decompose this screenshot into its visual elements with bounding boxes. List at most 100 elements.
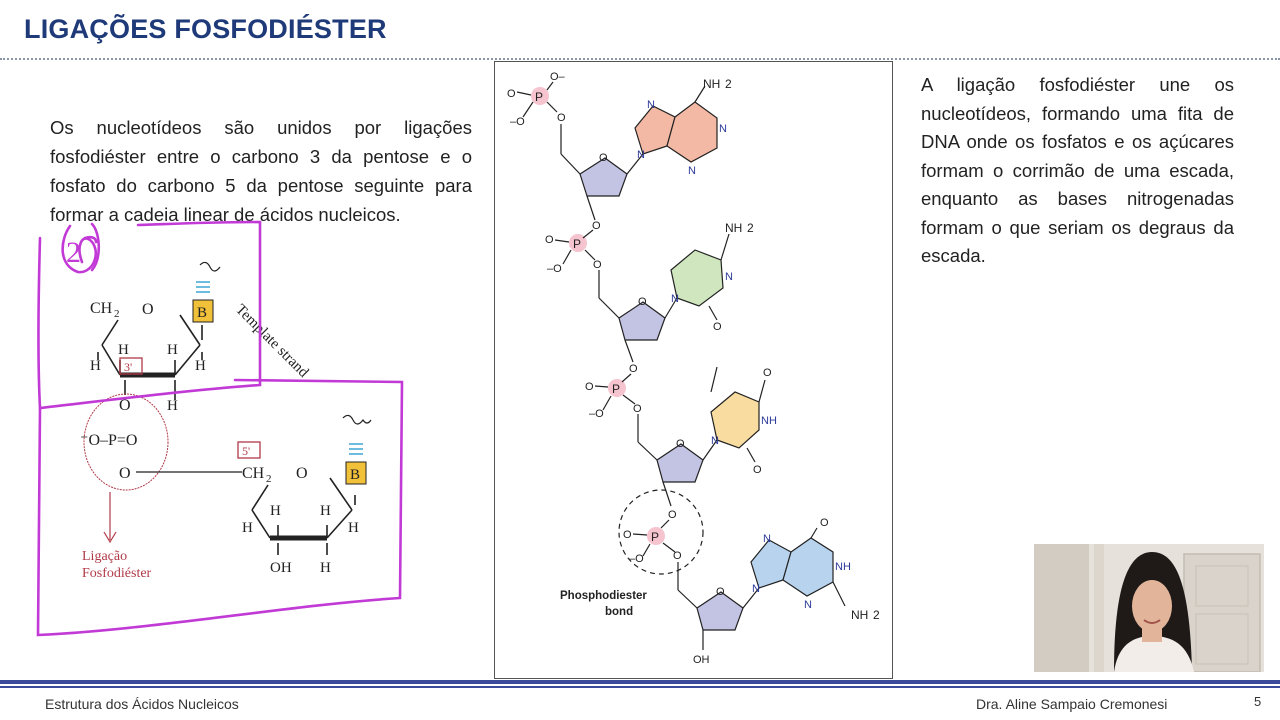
footer-bar-thin bbox=[0, 686, 1280, 688]
o-label: O bbox=[623, 529, 632, 541]
o-label: O bbox=[592, 220, 601, 232]
footer-course: Estrutura dos Ácidos Nucleicos bbox=[45, 696, 239, 712]
phosphodiester-bond-diagram: CH 2 O H H H H H 3' B Template strand O … bbox=[36, 220, 404, 637]
phosphodiester-dashed-circle bbox=[618, 489, 704, 575]
n-label: N bbox=[637, 149, 645, 161]
o-label: O bbox=[716, 586, 725, 598]
p-label: P bbox=[573, 237, 581, 251]
left-paragraph: Os nucleotídeos são unidos por ligações … bbox=[50, 117, 472, 225]
ch2-sub-bottom: 2 bbox=[266, 473, 272, 485]
n-label: N bbox=[711, 435, 719, 447]
nh2-label: NH bbox=[725, 221, 742, 235]
phosphate-highlight bbox=[531, 87, 549, 105]
minus-o-label: –O bbox=[547, 263, 562, 275]
p-label: P bbox=[612, 382, 620, 396]
o-label: O bbox=[753, 464, 762, 476]
guanine-ring-6 bbox=[782, 537, 834, 597]
annotation-arrowhead bbox=[103, 531, 117, 544]
phosphodiester-label-1: Phosphodiester bbox=[560, 590, 647, 602]
o-label: O bbox=[599, 152, 608, 164]
ring-oxygen-top: O bbox=[142, 301, 154, 318]
h-label: H bbox=[320, 503, 331, 519]
phosphate-o-top: O bbox=[119, 397, 131, 414]
h-label: H bbox=[348, 520, 359, 536]
n-label: N bbox=[804, 599, 812, 611]
h-label: H bbox=[320, 560, 331, 576]
o-label: O bbox=[673, 550, 682, 562]
o-label: O bbox=[629, 363, 638, 375]
o-label: O bbox=[676, 438, 685, 450]
o-label: O bbox=[507, 88, 516, 100]
o-label: O bbox=[545, 234, 554, 246]
five-prime-label: 5' bbox=[242, 444, 250, 458]
strand-squiggle-bottom bbox=[342, 414, 372, 425]
o-label: O bbox=[585, 381, 594, 393]
bottom-sugar bbox=[251, 477, 356, 555]
h-label: H bbox=[167, 398, 178, 414]
o-label: O bbox=[638, 296, 647, 308]
ligacao-label-1: Ligação bbox=[82, 549, 127, 564]
o-label: O bbox=[668, 509, 677, 521]
h-label: H bbox=[270, 503, 281, 519]
guanine-ring-5 bbox=[750, 539, 792, 589]
slide-title: LIGAÇÕES FOSFODIÉSTER bbox=[24, 14, 387, 44]
presenter-webcam bbox=[1034, 544, 1264, 672]
minus-o-label: –O bbox=[589, 408, 604, 420]
oh-label: OH bbox=[693, 654, 710, 666]
o-label: O bbox=[763, 367, 772, 379]
dna-chain-svg: P O O– –O O O N N N N NH 2 O P O –O O bbox=[507, 71, 880, 666]
h-label: H bbox=[90, 358, 101, 374]
three-prime-box bbox=[119, 357, 143, 375]
hydrogen-bond-lines-bottom bbox=[349, 443, 363, 455]
base-box-top bbox=[192, 299, 214, 323]
p-label: P bbox=[535, 90, 543, 104]
nh2-label: NH bbox=[703, 77, 720, 91]
h-label: H bbox=[118, 342, 129, 358]
ch2-label-top: CH bbox=[90, 300, 113, 317]
nh-label: NH bbox=[835, 561, 851, 573]
h-label: H bbox=[242, 520, 253, 536]
template-strand-label: Template strand bbox=[232, 302, 312, 382]
minus-o-label: –O bbox=[629, 553, 644, 565]
h-label: H bbox=[195, 358, 206, 374]
phosphodiester-label-2: bond bbox=[605, 606, 633, 618]
n-label: N bbox=[671, 293, 679, 305]
five-prime-box bbox=[237, 441, 261, 459]
title-divider bbox=[0, 58, 1280, 60]
phosphate-row: ⁻O–P=O bbox=[80, 432, 137, 449]
nh2-sub: 2 bbox=[873, 608, 880, 622]
base-label-top: B bbox=[197, 305, 207, 321]
footer-bar bbox=[0, 680, 1280, 684]
p-label: P bbox=[651, 530, 659, 544]
ch2-sub-top: 2 bbox=[114, 308, 120, 320]
nh2-sub: 2 bbox=[725, 77, 732, 91]
page-number: 5 bbox=[1254, 694, 1262, 709]
n-label: N bbox=[647, 99, 655, 111]
o-minus-label: O– bbox=[550, 71, 566, 83]
right-paragraph: A ligação fosfodiéster une os nucleotíde… bbox=[921, 74, 1234, 266]
adenine-ring-5 bbox=[634, 105, 676, 155]
hydrogen-bond-lines-top bbox=[196, 281, 210, 293]
top-sugar bbox=[97, 314, 203, 400]
base-label-bottom: B bbox=[350, 467, 360, 483]
presenter-video-frame bbox=[1034, 544, 1264, 672]
sugar-ring bbox=[579, 157, 628, 197]
nh-label: NH bbox=[761, 415, 777, 427]
ligacao-label-2: Fosfodiéster bbox=[82, 566, 152, 581]
ring-oxygen-bottom: O bbox=[296, 465, 308, 482]
footer-author: Dra. Aline Sampaio Cremonesi bbox=[976, 696, 1168, 712]
dna-chain-figure: P O O– –O O O N N N N NH 2 O P O –O O bbox=[494, 61, 893, 679]
h-label: H bbox=[167, 342, 178, 358]
n-label: N bbox=[752, 583, 760, 595]
n-label: N bbox=[719, 123, 727, 135]
pen-annotations bbox=[36, 220, 404, 637]
adenine-ring-6 bbox=[666, 101, 718, 163]
oh-label: OH bbox=[270, 560, 292, 576]
o-label: O bbox=[593, 259, 602, 271]
ch2-label-bottom: CH bbox=[242, 465, 265, 482]
o-label: O bbox=[633, 403, 642, 415]
o-label: O bbox=[713, 321, 722, 333]
phosphate-o-bottom: O bbox=[119, 465, 131, 482]
pen-annotation-number: 2 bbox=[66, 236, 81, 269]
base-box-bottom bbox=[345, 461, 367, 485]
